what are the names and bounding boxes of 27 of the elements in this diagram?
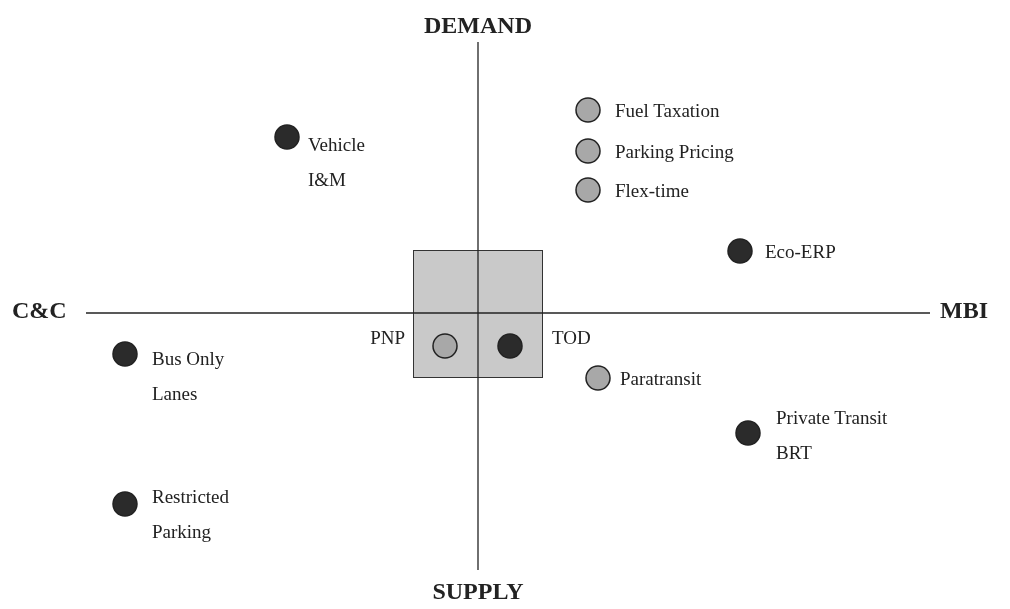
item-label: Eco-ERP	[765, 240, 837, 264]
dot-marker	[274, 124, 300, 150]
axis-label: SUPPLY	[432, 578, 524, 605]
dot-marker	[112, 341, 138, 367]
dot-marker	[431, 332, 458, 359]
item-label: PNP	[369, 326, 405, 350]
item-label: Parking Pricing	[615, 140, 735, 164]
dot-marker	[575, 97, 601, 123]
axis-label: C&C	[12, 297, 67, 324]
item-label: Private Transit BRT	[776, 406, 889, 465]
item-label: Fuel Taxation	[615, 99, 721, 123]
dot-marker	[585, 365, 611, 391]
dot-marker	[575, 138, 601, 164]
item-label: Vehicle I&M	[308, 133, 366, 192]
dot-marker	[735, 420, 761, 446]
axis-label: MBI	[940, 297, 988, 324]
item-label: Bus Only Lanes	[152, 347, 226, 406]
item-label: Restricted Parking	[152, 485, 231, 544]
axis-label: DEMAND	[424, 12, 532, 39]
item-label: Paratransit	[620, 367, 703, 391]
dot-marker	[112, 491, 138, 517]
dot-marker	[727, 238, 753, 264]
item-label: Flex-time	[615, 179, 690, 203]
dot-marker	[575, 177, 601, 203]
dot-marker	[496, 332, 523, 359]
item-label: TOD	[552, 326, 592, 350]
shaded-square	[413, 250, 543, 378]
